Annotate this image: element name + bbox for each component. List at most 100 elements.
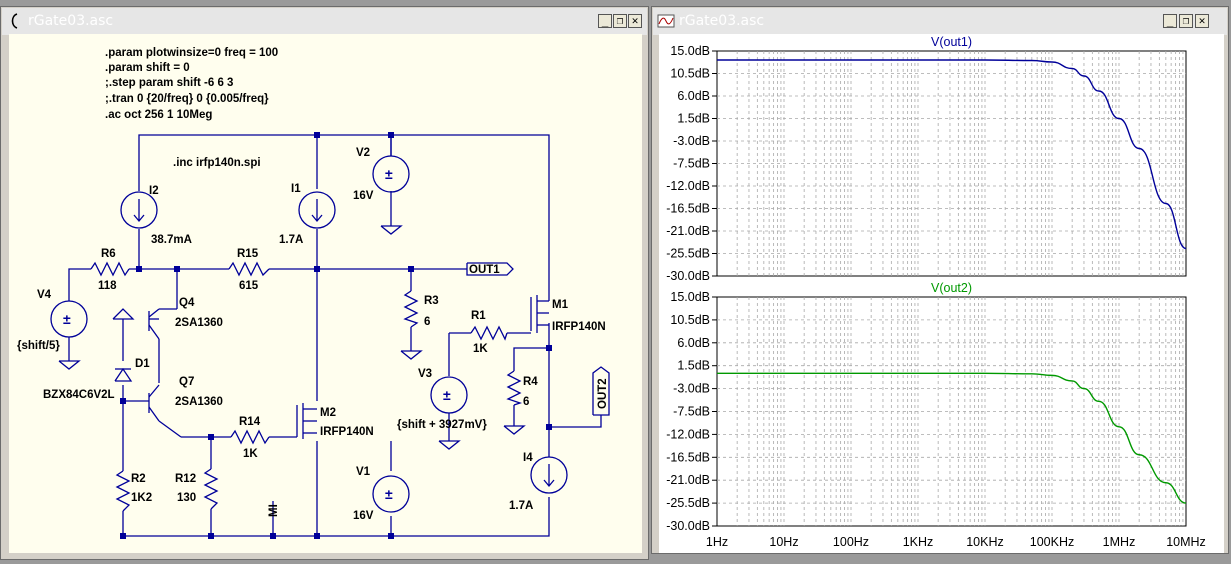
plot-area[interactable]: 15.0dB 10.5dB 6.0dB 1.5dB -3.0dB -7.5dB -12.0d… xyxy=(659,34,1224,553)
wires xyxy=(50,134,610,537)
v2-plus-minus: ± xyxy=(385,166,393,182)
net-label-mi[interactable]: MI xyxy=(268,504,280,517)
v4-plus-minus: ± xyxy=(63,311,71,327)
y-tick-label: -30.0dB xyxy=(666,269,710,283)
y-tick-label: 10.5dB xyxy=(670,67,710,81)
v3-value: {shift + 3927mV} xyxy=(397,419,487,431)
bode-plot[interactable]: 15.0dB 10.5dB 6.0dB 1.5dB -3.0dB -7.5dB -12.0d… xyxy=(659,34,1224,553)
v4-value: {shift/5} xyxy=(17,340,60,352)
v3-name: V3 xyxy=(418,368,432,380)
y-tick-label: -16.5dB xyxy=(666,202,710,216)
close-button[interactable]: ✕ xyxy=(628,14,642,28)
m2-name: M2 xyxy=(320,407,336,419)
r14-name: R14 xyxy=(239,416,261,428)
y-tick-label: -7.5dB xyxy=(673,405,710,419)
plot-window-title: rGate03.asc xyxy=(679,13,765,29)
schematic-canvas[interactable]: ± ± ± ± .param plotwinsize=0 freq = 100 … xyxy=(9,34,642,553)
plot-window[interactable]: rGate03.asc _ ❐ ✕ 15.0dB 10.5dB 6.0dB 1.5dB… xyxy=(651,6,1229,554)
r12-value: 130 xyxy=(177,492,196,504)
x-tick-label: 10Hz xyxy=(769,535,798,549)
directive-line-3[interactable]: ;.step param shift -6 6 3 xyxy=(105,77,233,89)
r14-value: 1K xyxy=(243,448,258,460)
i4-value: 1.7A xyxy=(509,500,533,512)
r4-value: 6 xyxy=(523,396,529,408)
trace-title: V(out2) xyxy=(931,281,972,295)
r6-value: 118 xyxy=(98,280,117,292)
m1-name: M1 xyxy=(552,299,569,311)
y-tick-label: 1.5dB xyxy=(677,359,710,373)
y-tick-label: 15.0dB xyxy=(670,290,710,304)
x-tick-label: 100Hz xyxy=(833,535,869,549)
q4-value: 2SA1360 xyxy=(175,317,223,329)
include-directive[interactable]: .inc irfp140n.spi xyxy=(173,157,261,169)
y-tick-label: 10.5dB xyxy=(670,313,710,327)
r3-value: 6 xyxy=(424,316,430,328)
r6-name: R6 xyxy=(101,248,116,260)
schematic-window[interactable]: rGate03.asc _ ❐ ✕ xyxy=(0,6,649,560)
x-tick-label: 10KHz xyxy=(966,535,1004,549)
trace-line xyxy=(717,59,1187,250)
r2-name: R2 xyxy=(131,473,146,485)
x-tick-label: 1MHz xyxy=(1103,535,1136,549)
minimize-button[interactable]: _ xyxy=(598,14,612,28)
trace-line xyxy=(716,372,1187,504)
r15-value: 615 xyxy=(239,280,259,292)
directive-line-2[interactable]: .param shift = 0 xyxy=(105,62,190,74)
net-label-out2[interactable]: OUT2 xyxy=(597,378,609,409)
y-tick-label: 6.0dB xyxy=(677,336,710,350)
x-tick-label: 10MHz xyxy=(1166,535,1206,549)
y-tick-label: 1.5dB xyxy=(677,112,710,126)
net-label-out1[interactable]: OUT1 xyxy=(469,264,500,276)
y-tick-label: -7.5dB xyxy=(673,157,710,171)
i1-value: 1.7A xyxy=(279,234,303,246)
y-tick-label: -3.0dB xyxy=(673,134,710,148)
y-tick-label: -30.0dB xyxy=(666,519,710,533)
d1-name: D1 xyxy=(135,358,150,370)
i1-name: I1 xyxy=(291,183,301,195)
y-tick-label: 15.0dB xyxy=(670,44,710,58)
v1-value: 16V xyxy=(353,510,374,522)
i2-name: I2 xyxy=(149,185,159,197)
i2-value: 38.7mA xyxy=(151,234,192,246)
m2-value: IRFP140N xyxy=(320,426,374,438)
y-tick-label: 6.0dB xyxy=(677,89,710,103)
waveform-icon xyxy=(657,12,675,30)
directive-line-4[interactable]: ;.tran 0 {20/freq} 0 {0.005/freq} xyxy=(105,93,269,105)
r15-name: R15 xyxy=(237,248,259,260)
directive-line-5[interactable]: .ac oct 256 1 10Meg xyxy=(105,109,212,121)
directive-line-1[interactable]: .param plotwinsize=0 freq = 100 xyxy=(105,47,278,59)
y-tick-label: -12.0dB xyxy=(666,179,710,193)
y-tick-label: -3.0dB xyxy=(673,382,710,396)
schematic-doc-icon xyxy=(6,12,24,30)
plot-titlebar[interactable]: rGate03.asc _ ❐ ✕ xyxy=(653,8,1227,35)
v1-plus-minus: ± xyxy=(385,486,393,502)
v2-value: 16V xyxy=(353,190,374,202)
plot-close-button[interactable]: ✕ xyxy=(1195,14,1209,28)
schematic-titlebar[interactable]: rGate03.asc _ ❐ ✕ xyxy=(2,8,647,35)
y-tick-label: -21.0dB xyxy=(666,224,710,238)
m1-value: IRFP140N xyxy=(552,321,606,333)
i4-name: I4 xyxy=(523,452,533,464)
trace-title: V(out1) xyxy=(931,35,972,49)
q4-name: Q4 xyxy=(179,297,195,309)
x-tick-label: 1Hz xyxy=(706,535,728,549)
v4-name: V4 xyxy=(37,289,52,301)
plot-minimize-button[interactable]: _ xyxy=(1163,14,1177,28)
y-tick-label: -16.5dB xyxy=(666,450,710,464)
y-tick-label: -25.5dB xyxy=(666,496,710,510)
v3-plus-minus: ± xyxy=(443,387,451,403)
r3-name: R3 xyxy=(424,295,439,307)
restore-button[interactable]: ❐ xyxy=(613,14,627,28)
r4-name: R4 xyxy=(523,376,538,388)
plot-restore-button[interactable]: ❐ xyxy=(1179,14,1193,28)
q7-value: 2SA1360 xyxy=(175,396,223,408)
q7-name: Q7 xyxy=(179,376,194,388)
r2-value: 1K2 xyxy=(131,492,152,504)
r1-value: 1K xyxy=(473,343,488,355)
r1-name: R1 xyxy=(471,310,486,322)
x-tick-label: 100KHz xyxy=(1030,535,1074,549)
x-tick-label: 1KHz xyxy=(903,535,934,549)
v2-name: V2 xyxy=(356,147,370,159)
junction-dots xyxy=(120,132,552,539)
r12-name: R12 xyxy=(175,473,196,485)
